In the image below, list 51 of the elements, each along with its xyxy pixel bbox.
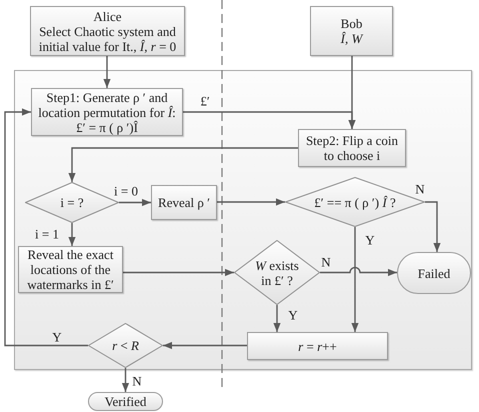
process-box [247,332,388,360]
edge-label: i = 0 [114,184,138,198]
edge-label: Y [288,308,298,322]
box-text: Step2: Flip a coin to choose i [304,133,400,163]
box-text: Select Chaotic system and initial value for It., Î, r = 0 [38,24,178,54]
arrow [103,56,111,88]
arrow [273,305,281,332]
arrow [217,198,285,206]
arrow [425,201,441,252]
edge-label: N [415,182,425,196]
decision-diamond [88,323,163,368]
terminal-label: Verified [104,394,146,409]
box-text: Step1: Generate ρ ′ and location permutation for Î: £′ = π ( ρ ′)Î [37,90,177,134]
arrow [68,223,76,246]
edge-label: N [321,254,331,270]
box-text: Î, W [340,31,362,46]
arrow [123,268,234,276]
terminal-box [88,392,163,411]
box-text: Reveal ρ ′ [158,195,210,210]
condition-text: £′ == π ( ρ ′) Î ? [314,194,396,210]
arrow [163,342,247,350]
arrow [122,368,130,392]
box-text: r = r++ [298,338,337,354]
process-box [310,6,393,56]
edge-label: i = 1 [35,226,59,242]
arrow [320,266,397,276]
process-box [151,185,217,220]
process-box [298,129,406,167]
arrow [119,198,151,206]
terminal-box [397,252,471,294]
actor-name: Alice [93,8,122,24]
decision-diamond [234,240,320,305]
arrow [4,108,88,346]
edge-label: Y [365,232,375,248]
edge-label: £′ [200,94,210,108]
edge-label: Y [52,330,62,344]
condition-text: W exists in £′ ? [254,258,300,288]
arrow [351,227,359,332]
decision-diamond [25,182,119,223]
condition-text: i = ? [60,195,84,210]
condition-text: r < R [112,338,139,353]
edge-label: N [132,374,142,388]
actor-name: Bob [340,16,362,31]
arrow [68,147,298,182]
arrow [183,111,356,129]
process-box [30,6,185,56]
terminal-label: Failed [418,266,450,280]
group-panel [14,70,472,370]
decision-diamond [285,177,425,227]
box-text: Reveal the exact locations of the watermarks in £′ [26,247,115,292]
process-box [18,246,123,293]
